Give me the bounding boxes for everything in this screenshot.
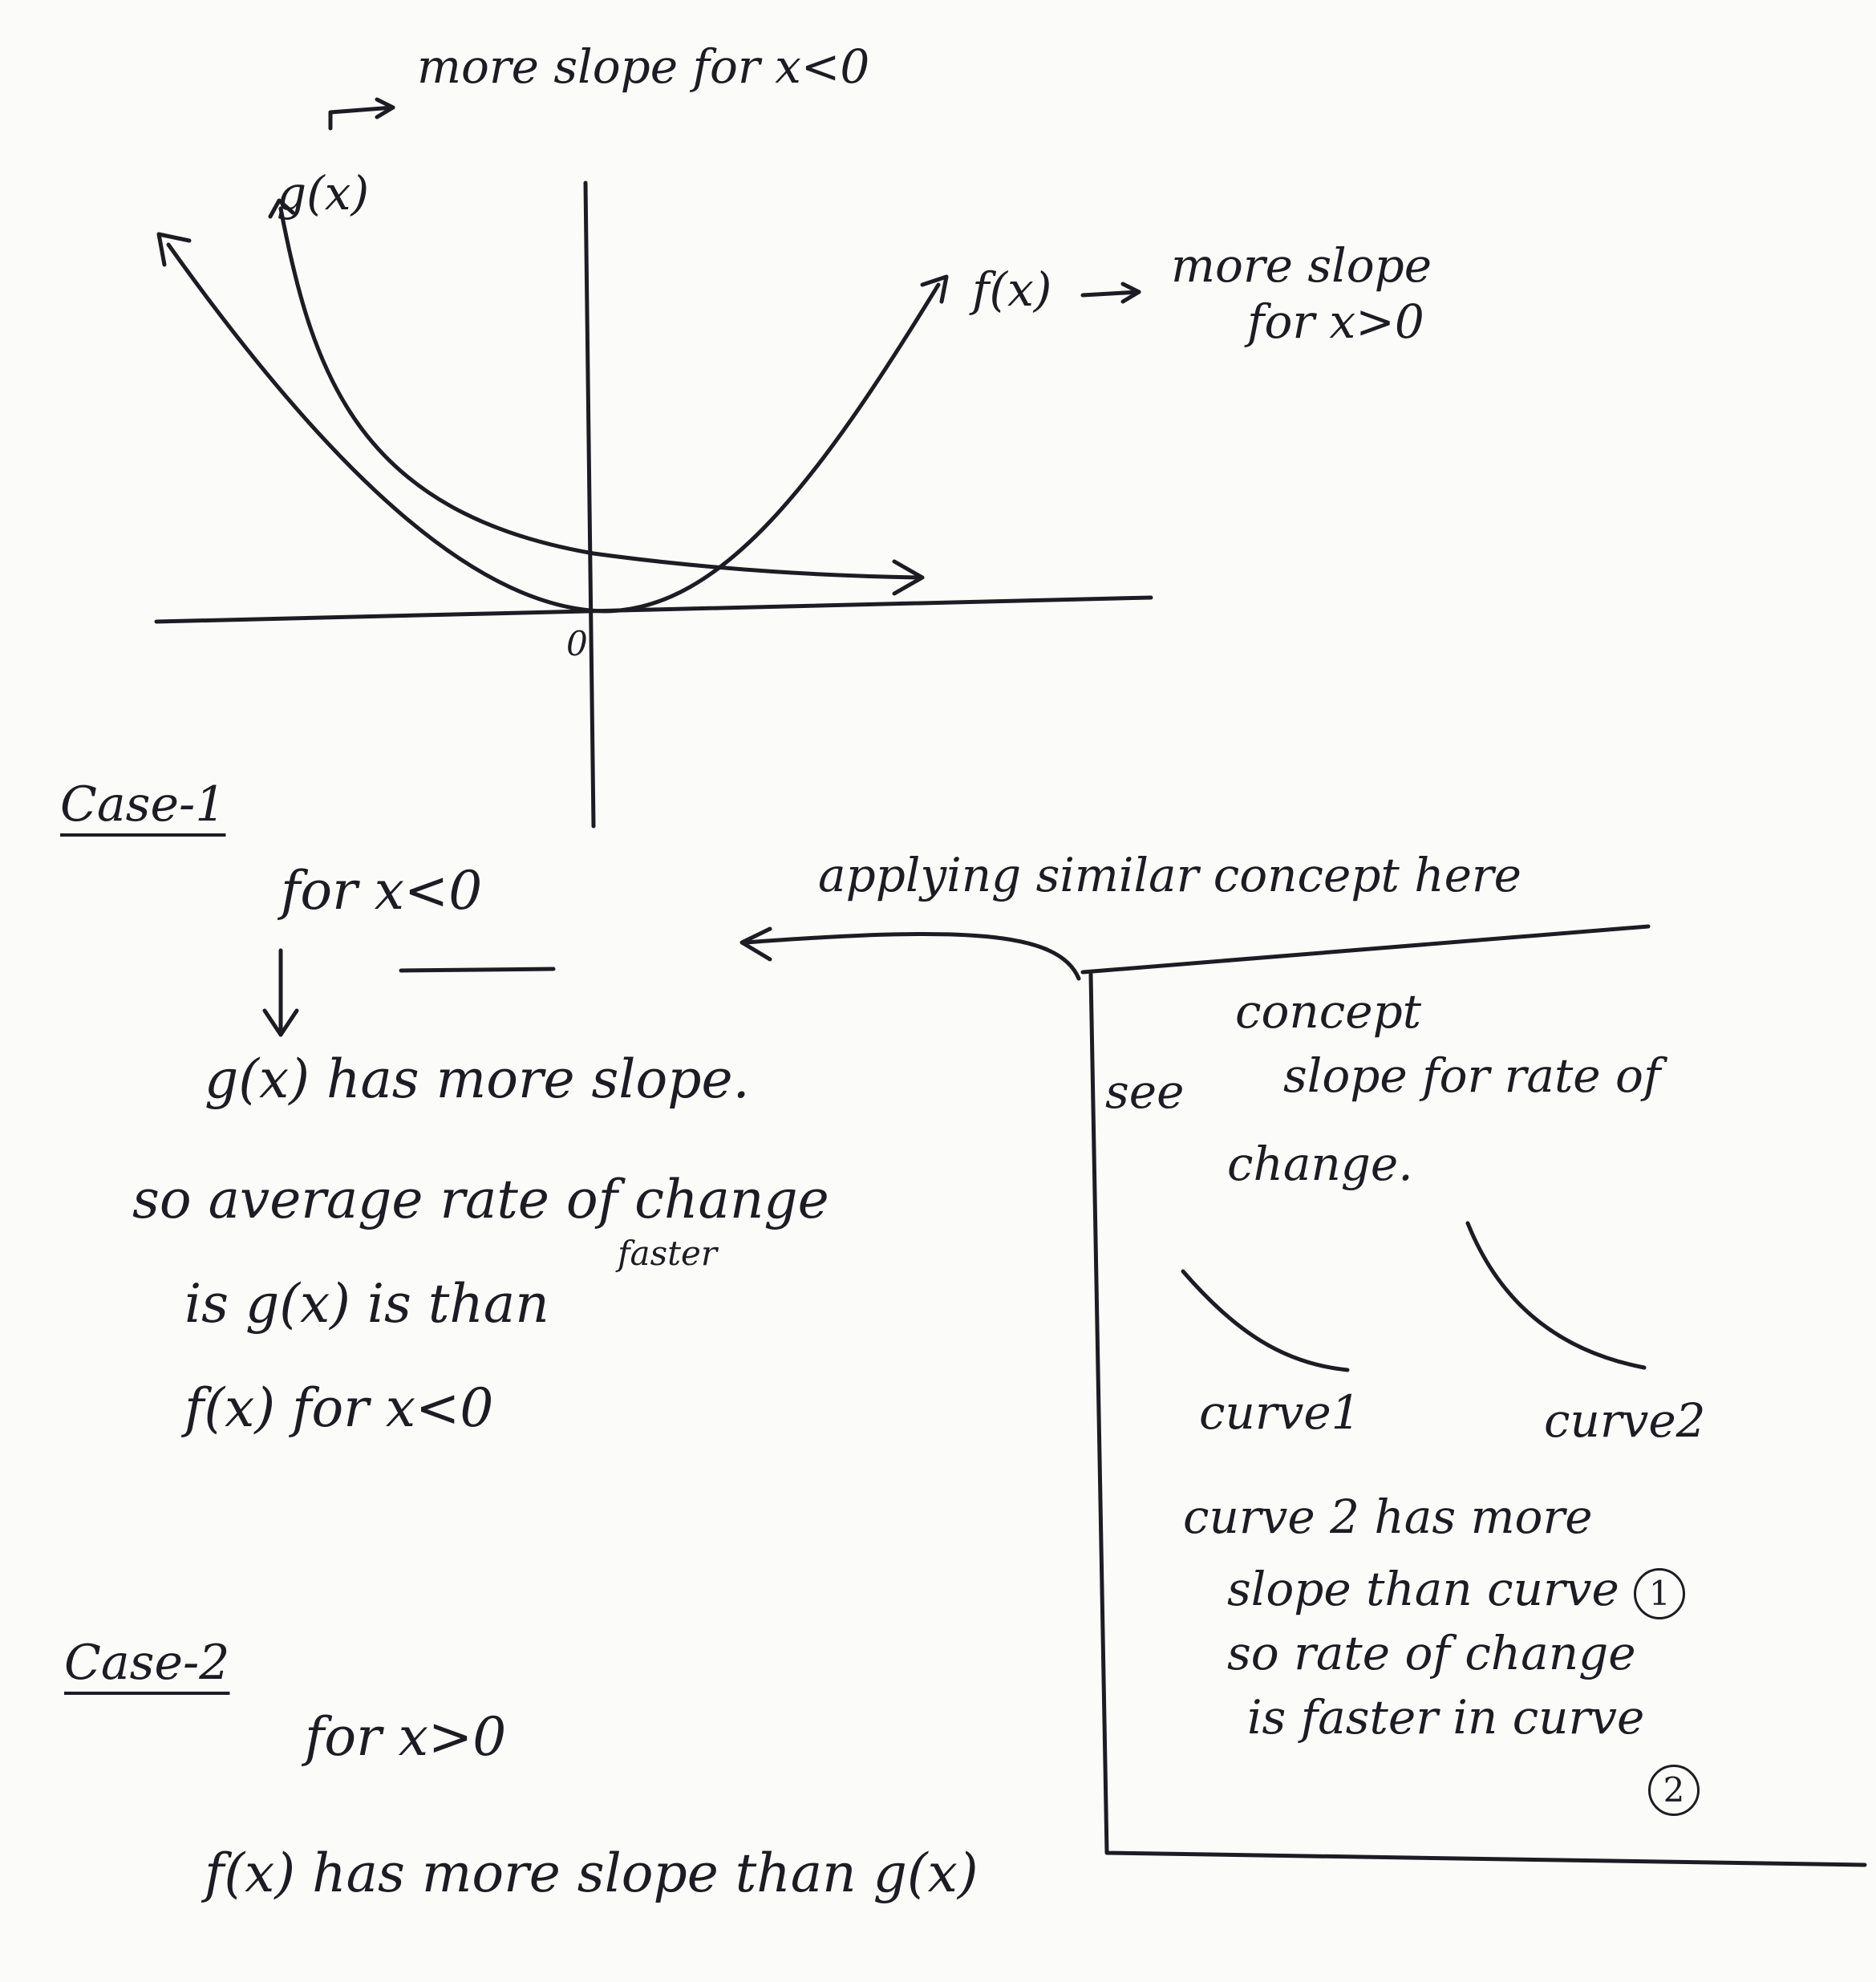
case1-condition: for x<0 xyxy=(281,860,483,922)
g-right-arrowhead xyxy=(892,559,925,596)
pointer-label: applying similar concept here xyxy=(818,848,1521,902)
concept-line1: slope for rate of xyxy=(1283,1048,1661,1103)
y-axis xyxy=(583,180,596,829)
concept-explain4: is faster in curve xyxy=(1247,1690,1645,1745)
f-right-arrowhead xyxy=(920,274,949,304)
f-left-arrowhead xyxy=(156,232,192,267)
origin-label: 0 xyxy=(566,624,588,663)
circled-number-2: 2 xyxy=(1648,1765,1700,1816)
concept-title: concept xyxy=(1235,984,1421,1039)
pointer-underline xyxy=(1080,924,1651,975)
case1-heading: Case-1 xyxy=(60,776,226,833)
concept-explain2-text: slope than curve xyxy=(1227,1562,1619,1616)
circled-number-2-wrap: 2 xyxy=(1648,1765,1700,1816)
f-curve-label: f(x) xyxy=(972,262,1052,317)
f-note-line1: more slope xyxy=(1171,238,1432,293)
case1-line4: f(x) for x<0 xyxy=(184,1377,494,1439)
mini-curve-1 xyxy=(1181,1269,1350,1372)
case1-insert: faster xyxy=(618,1234,717,1273)
g-curve-label: g(x) xyxy=(277,166,370,221)
pointer-arrow xyxy=(744,931,1081,981)
concept-line2: change. xyxy=(1227,1137,1413,1191)
mini-curve-2 xyxy=(1465,1221,1647,1370)
concept-explain1: curve 2 has more xyxy=(1183,1490,1593,1544)
f-note-arrow xyxy=(1080,290,1141,298)
concept-see: see xyxy=(1105,1064,1185,1119)
circled-number-1: 1 xyxy=(1634,1568,1686,1619)
case2-heading: Case-2 xyxy=(64,1635,230,1691)
concept-explain2: slope than curve 1 xyxy=(1227,1562,1686,1619)
g-note: more slope for x<0 xyxy=(417,39,870,94)
case2-line1: f(x) has more slope than g(x) xyxy=(205,1842,979,1904)
concept-explain3: so rate of change xyxy=(1227,1626,1636,1680)
case2-condition: for x>0 xyxy=(305,1706,507,1768)
g-note-arrow xyxy=(328,105,395,131)
g-curve xyxy=(278,206,921,580)
curve2-label: curve2 xyxy=(1544,1393,1706,1448)
f-note-line2: for x>0 xyxy=(1247,294,1424,349)
f-curve xyxy=(166,242,941,614)
case1-line1: g(x) has more slope. xyxy=(205,1048,750,1110)
concept-box xyxy=(1088,972,1867,1867)
x-axis xyxy=(154,595,1153,624)
curve1-label: curve1 xyxy=(1199,1385,1361,1440)
condition-underline xyxy=(399,967,556,973)
case1-line3: is g(x) is than xyxy=(184,1273,549,1335)
case1-line2: so average rate of change xyxy=(132,1169,829,1230)
g-top-arrowhead xyxy=(268,198,295,219)
